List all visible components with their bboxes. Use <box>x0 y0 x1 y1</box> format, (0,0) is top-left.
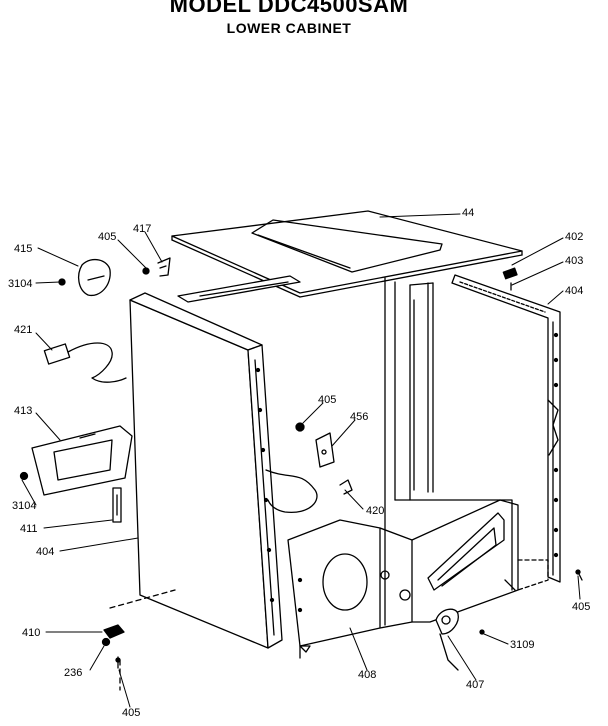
right-side-panel <box>451 274 561 583</box>
callout-405-top: 405 <box>98 231 116 243</box>
callout-417: 417 <box>133 223 151 235</box>
callout-3104-lower: 3104 <box>12 500 36 512</box>
callout-405-mid: 405 <box>318 394 336 406</box>
part-413 <box>31 425 133 496</box>
part-405-456 <box>295 422 335 468</box>
part-417-405 <box>142 257 171 277</box>
wire-harness <box>265 469 353 513</box>
callout-404-left: 404 <box>36 546 54 558</box>
back-rail <box>177 275 301 303</box>
callout-456: 456 <box>350 411 368 423</box>
base-frame <box>411 499 549 623</box>
diagram-subtitle: LOWER CABINET <box>226 20 352 36</box>
callout-411: 411 <box>20 523 38 535</box>
part-3109 <box>479 629 485 635</box>
callout-420: 420 <box>366 505 384 517</box>
callout-404-right: 404 <box>565 285 583 297</box>
callout-415: 415 <box>14 243 32 255</box>
cabinet-frame <box>384 277 513 626</box>
callout-236: 236 <box>64 667 82 679</box>
callout-44: 44 <box>462 207 474 219</box>
part-3104-lower <box>19 471 29 481</box>
callout-410: 410 <box>22 627 40 639</box>
leader-lines <box>21 213 581 708</box>
callout-407: 407 <box>466 679 484 691</box>
callout-3104-top: 3104 <box>8 278 32 290</box>
part-407 <box>435 608 459 671</box>
part-415 <box>77 258 111 297</box>
callout-405-bottom: 405 <box>122 707 140 719</box>
part-405-right <box>575 569 583 581</box>
callout-405-right: 405 <box>572 601 590 613</box>
dashed-guides <box>109 589 176 691</box>
callout-408: 408 <box>358 669 376 681</box>
callout-labels: 44 415 405 417 402 403 404 3104 421 405 … <box>8 207 590 719</box>
callout-403: 403 <box>565 255 583 267</box>
part-411 <box>112 487 122 523</box>
model-title: MODEL DDC4500SAM <box>169 0 409 17</box>
callout-3109: 3109 <box>510 639 534 651</box>
base-panel <box>287 519 413 659</box>
part-402-403 <box>502 267 518 291</box>
part-410-236-405 <box>101 624 125 669</box>
top-panel <box>171 210 523 298</box>
callout-421: 421 <box>14 324 32 336</box>
callout-402: 402 <box>565 231 583 243</box>
part-421 <box>43 342 127 383</box>
callout-413: 413 <box>14 405 32 417</box>
left-front-panel <box>129 292 283 649</box>
